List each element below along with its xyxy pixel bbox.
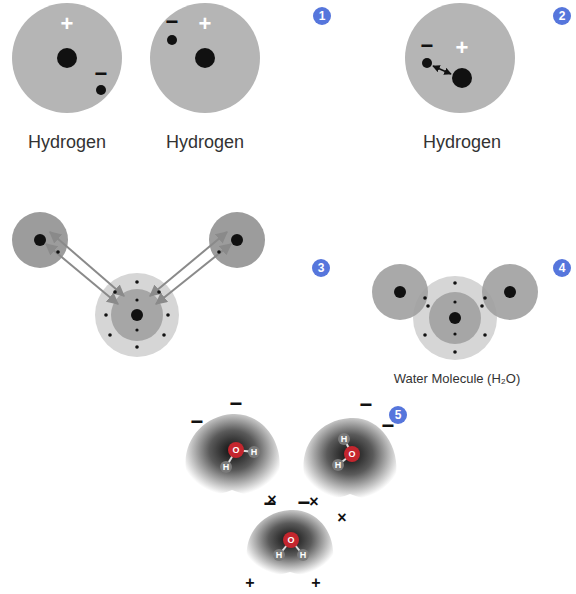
charge-sign: −	[421, 35, 434, 57]
caption-label: Hydrogen	[423, 133, 501, 151]
charge-sign: −	[230, 393, 243, 415]
hydrogen-atom	[405, 3, 515, 113]
charge-sign: −	[298, 492, 311, 514]
charge-sign: −	[95, 63, 108, 85]
atom-letter: H	[276, 551, 283, 560]
atom-letter: O	[232, 446, 239, 455]
atom-letter: H	[300, 551, 307, 560]
charge-sign: −	[382, 415, 395, 437]
hydrogen-atom	[150, 3, 260, 113]
atom-letter: O	[287, 536, 294, 545]
charge-sign: −	[360, 394, 373, 416]
atom-letter: H	[335, 461, 342, 470]
atom-letter: O	[348, 450, 355, 459]
charge-sign: +	[199, 13, 212, 35]
charge-sign: +	[61, 13, 74, 35]
hydrogen-atom	[12, 3, 122, 113]
charge-sign: −	[264, 493, 277, 515]
water-molecule-field	[186, 414, 397, 576]
charge-sign: −	[191, 411, 204, 433]
atom-letter: H	[223, 463, 230, 472]
charge-sign: +	[311, 575, 320, 591]
caption-label: Hydrogen	[166, 133, 244, 151]
atom-letter: H	[341, 435, 348, 444]
caption-label: Water Molecule (H₂O)	[394, 372, 521, 385]
charge-sign: +	[456, 37, 469, 59]
atom-letter: H	[251, 448, 258, 457]
callout-number: 2	[553, 7, 571, 25]
caption-label: Hydrogen	[28, 133, 106, 151]
callout-number: 1	[313, 7, 331, 25]
callout-number: 4	[553, 259, 571, 277]
callout-number: 3	[312, 259, 330, 277]
atoms-attracting	[12, 212, 265, 357]
charge-sign: −	[166, 11, 179, 33]
charge-sign: ×	[337, 510, 346, 526]
charge-sign: ×	[309, 494, 318, 510]
water-molecule	[372, 264, 538, 360]
charge-sign: +	[245, 575, 254, 591]
